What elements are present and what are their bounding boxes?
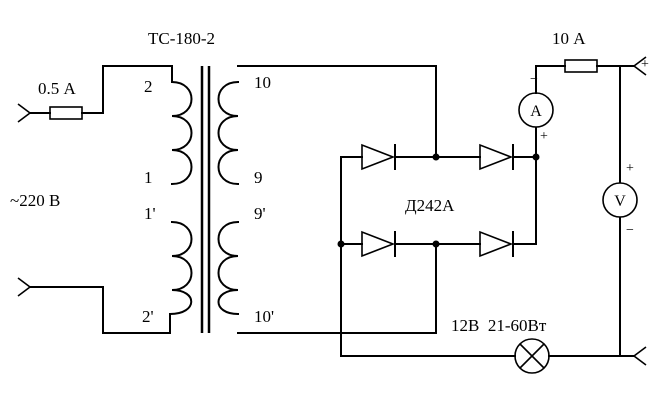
output-terminal-top: + (619, 56, 649, 76)
input-terminal-bottom (17, 277, 32, 297)
ammeter-minus: − (530, 72, 538, 87)
voltmeter: V (602, 182, 638, 218)
diode-3 (361, 230, 396, 258)
primary-pin-1: 1 (144, 168, 153, 187)
junction-dot (432, 153, 440, 161)
diode-2 (479, 143, 514, 171)
primary-pin-2prime: 2' (142, 307, 154, 326)
voltmeter-minus: − (626, 223, 634, 238)
junction-dot (337, 240, 345, 248)
voltmeter-plus: + (626, 161, 634, 176)
primary-lower-wire (29, 286, 171, 334)
primary-winding (168, 80, 193, 316)
input-fuse-label: 0.5 А (38, 79, 77, 98)
voltmeter-symbol: V (614, 193, 626, 210)
secondary-pin-9: 9 (254, 168, 263, 187)
lamp-label: 12В 21-60Вт (451, 316, 547, 335)
diode-1 (361, 143, 396, 171)
secondary-winding (217, 80, 240, 316)
primary-pin-1prime: 1' (144, 204, 156, 223)
secondary-bottom-wire (237, 243, 437, 334)
diode-model-label: Д242А (405, 196, 455, 215)
diode-4 (479, 230, 514, 258)
ammeter-symbol: A (530, 103, 542, 120)
secondary-pin-10prime: 10' (254, 307, 274, 326)
lamp (514, 338, 550, 374)
primary-pin-2: 2 (144, 77, 153, 96)
junction-dot (432, 240, 440, 248)
output-fuse (564, 59, 621, 73)
input-terminal-top (17, 103, 32, 123)
ammeter-plus: + (540, 129, 548, 144)
output-terminal-plus: + (641, 57, 649, 72)
output-terminal-bottom (619, 346, 647, 366)
output-fuse-label: 10 А (552, 29, 586, 48)
transformer-model-label: ТС-180-2 (148, 29, 215, 48)
input-voltage-label: ~220 В (10, 191, 60, 210)
input-fuse (29, 65, 173, 120)
secondary-top-wire (237, 65, 437, 158)
ammeter-upper-wire (535, 65, 566, 94)
secondary-pin-10: 10 (254, 73, 271, 92)
secondary-pin-9prime: 9' (254, 204, 266, 223)
ammeter: A (518, 92, 554, 128)
